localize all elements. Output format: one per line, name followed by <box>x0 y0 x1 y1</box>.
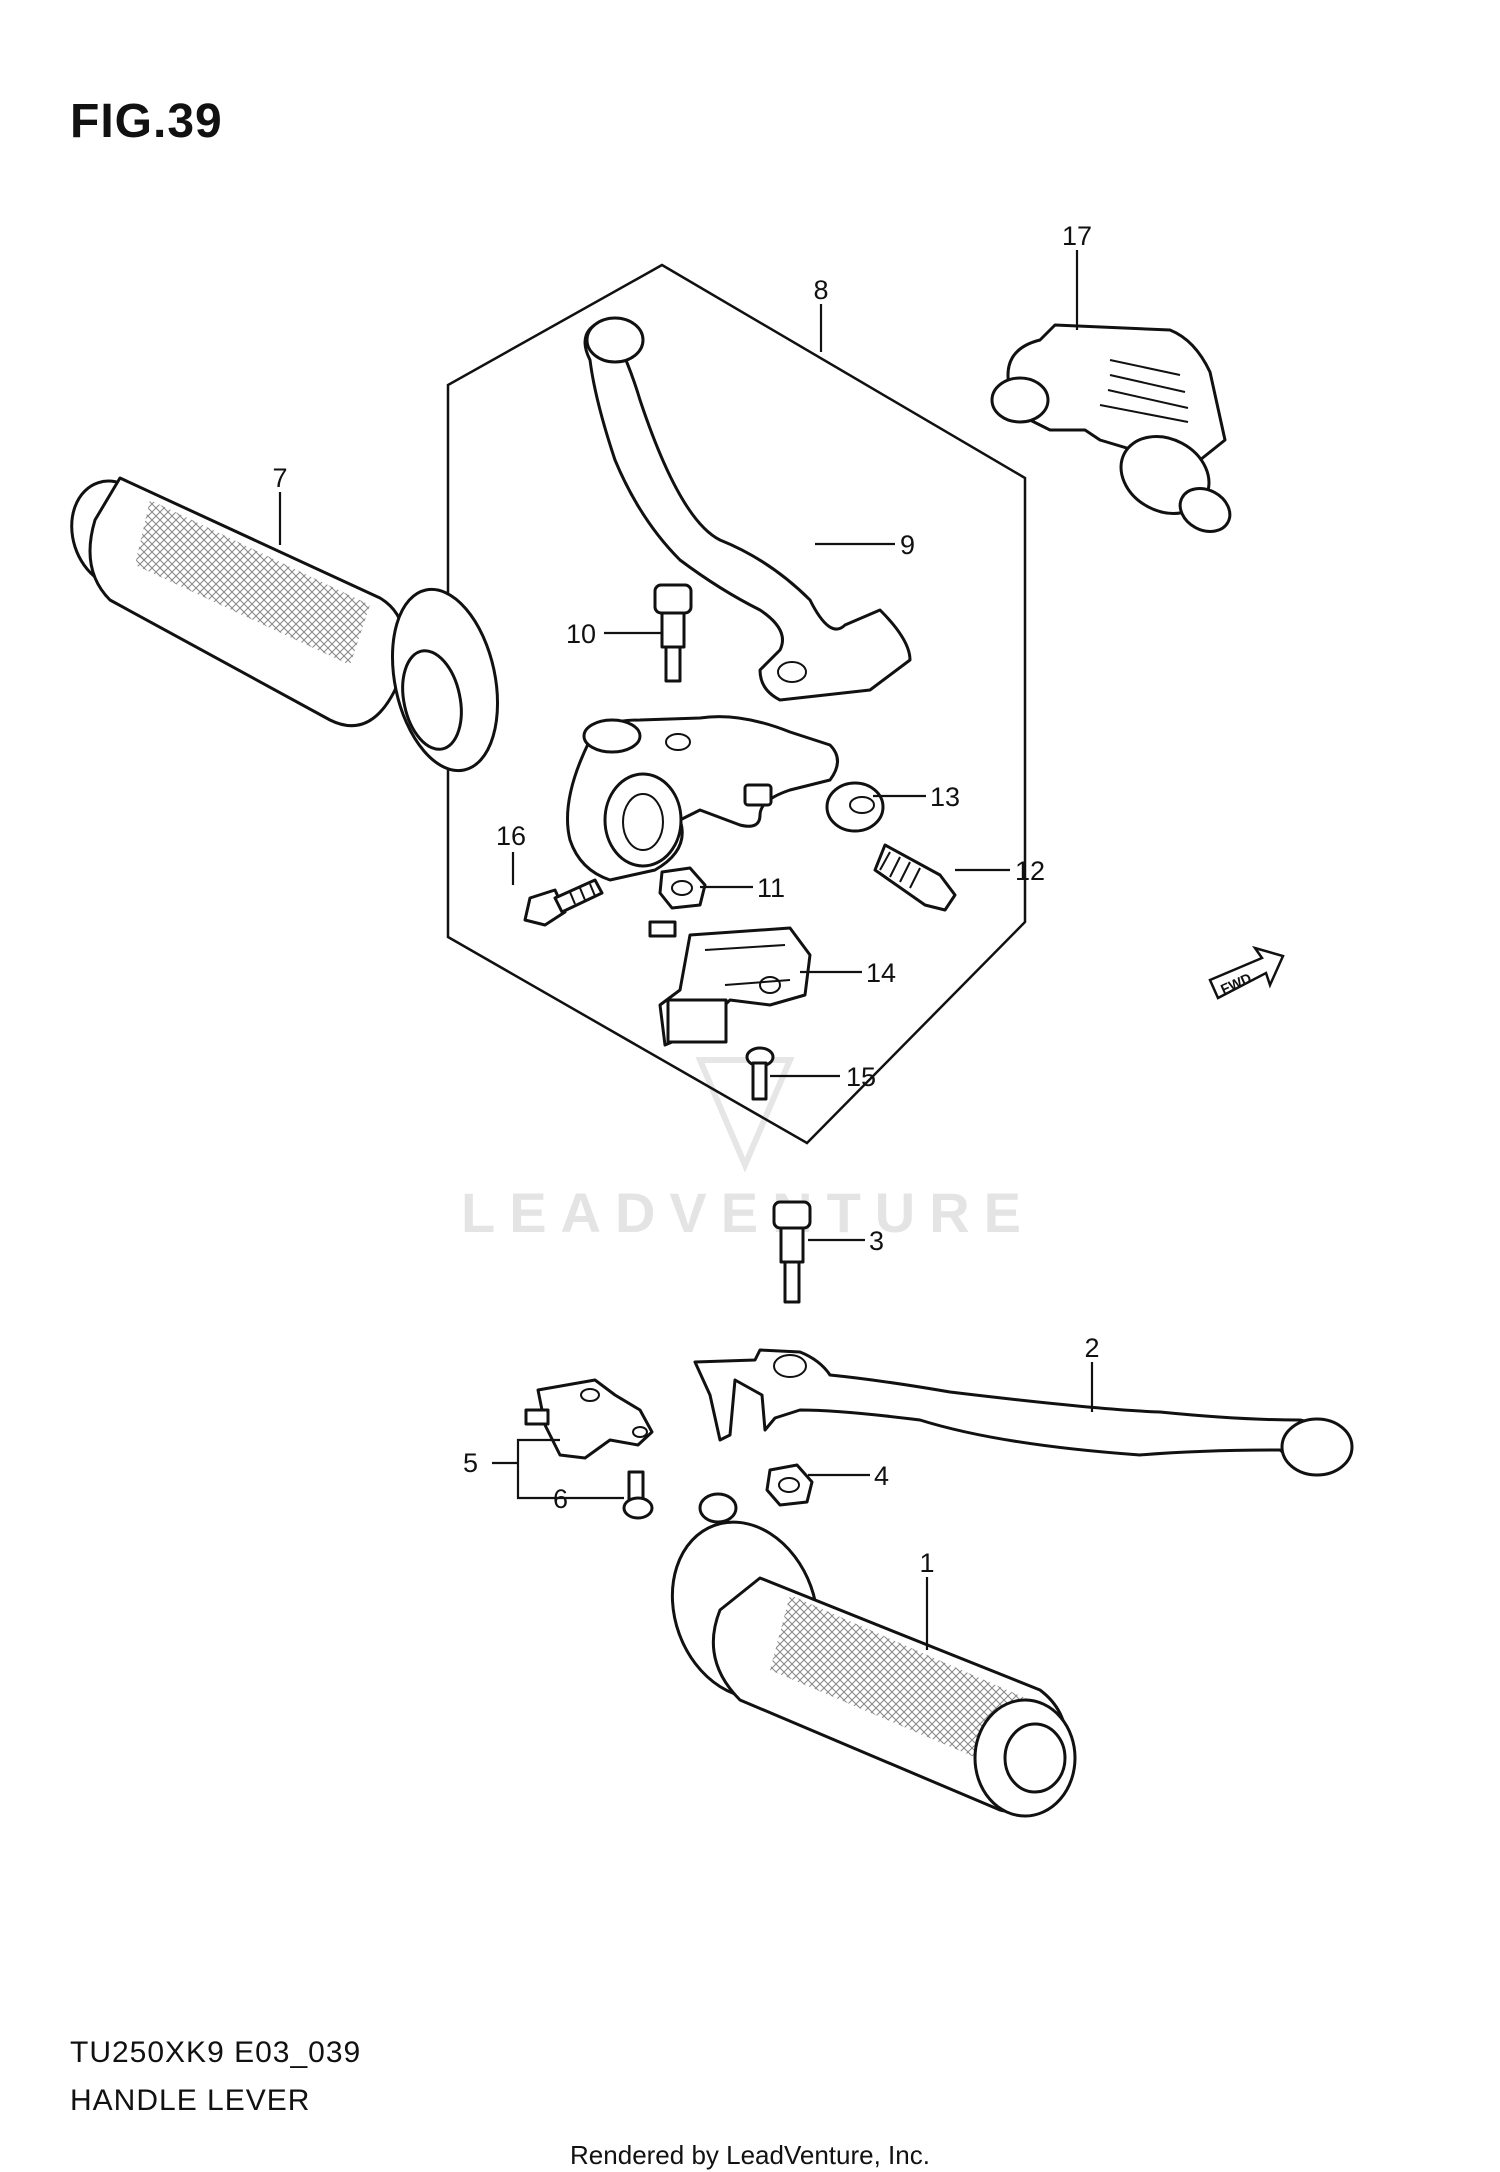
callout-5: 5 <box>463 1448 478 1478</box>
callout-14: 14 <box>866 958 896 988</box>
callout-11: 11 <box>757 873 785 903</box>
callout-9: 9 <box>900 530 915 560</box>
callout-10: 10 <box>566 619 596 649</box>
lever-holder <box>990 323 1232 533</box>
callout-1: 1 <box>919 1548 934 1578</box>
brake-lever <box>693 1348 1354 1477</box>
watermark: LEADVENTURE <box>461 1057 1035 1244</box>
clutch-switch <box>648 920 812 1047</box>
throttle-grip <box>670 1492 1077 1818</box>
callout-15: 15 <box>846 1062 876 1092</box>
model-code: TU250XK9 E03_039 <box>70 2036 362 2069</box>
fwd-arrow-icon: FWD <box>1208 945 1285 1000</box>
brake-switch-screw <box>622 1470 654 1520</box>
watermark-text: LEADVENTURE <box>461 1181 1035 1244</box>
callout-7: 7 <box>272 463 287 493</box>
switch-screw <box>745 1046 775 1101</box>
callout-labels: 1 2 3 4 5 6 7 8 9 10 11 12 13 14 15 16 1… <box>272 221 1099 1578</box>
callout-16: 16 <box>496 821 526 851</box>
callout-17: 17 <box>1062 221 1092 251</box>
render-credit: Rendered by LeadVenture, Inc. <box>570 2140 930 2170</box>
adjuster-nut <box>825 781 885 833</box>
assembly-border <box>446 263 1027 1145</box>
brake-pivot-bolt <box>772 1200 812 1304</box>
clamp-bolt <box>523 878 604 927</box>
clutch-lever <box>583 316 912 702</box>
callout-8: 8 <box>813 275 828 305</box>
leader-lines <box>278 250 1094 1650</box>
left-grip <box>70 476 500 773</box>
brake-switch <box>524 1378 654 1460</box>
lever-nut <box>658 866 707 910</box>
figure-title: FIG.39 <box>70 95 223 148</box>
lever-bracket <box>566 715 839 882</box>
callout-4: 4 <box>874 1461 889 1491</box>
brake-nut <box>765 1463 814 1507</box>
callout-3: 3 <box>869 1226 884 1256</box>
pivot-bolt <box>653 583 693 683</box>
callout-2: 2 <box>1084 1333 1099 1363</box>
callout-6: 6 <box>553 1484 568 1514</box>
adjuster-bolt <box>873 843 957 912</box>
callout-13: 13 <box>930 782 960 812</box>
diagram-caption: HANDLE LEVER <box>70 2084 311 2117</box>
callout-12: 12 <box>1015 856 1045 886</box>
